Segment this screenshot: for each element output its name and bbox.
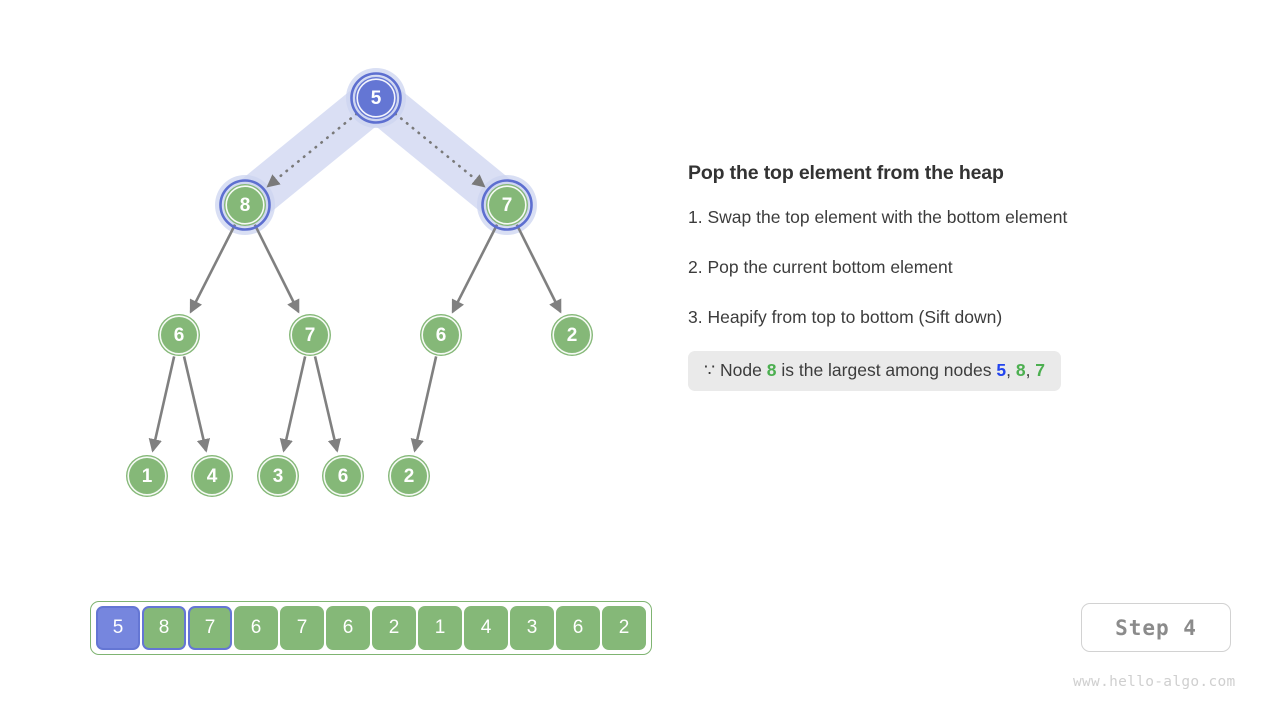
tree-edge — [313, 356, 342, 453]
array-cell[interactable]: 6 — [234, 606, 278, 650]
tree-edge — [410, 356, 438, 453]
node-circle — [388, 455, 430, 497]
node-value: 6 — [174, 325, 185, 346]
note-target-node: 8 — [766, 360, 777, 381]
tree-node[interactable]: 3 — [257, 455, 299, 497]
array-cell[interactable]: 5 — [96, 606, 140, 650]
watermark: www.hello-algo.com — [1073, 674, 1236, 690]
tree-node[interactable]: 6 — [158, 314, 200, 356]
node-circle — [158, 314, 200, 356]
note-candidate-1: 5 — [996, 360, 1007, 381]
instruction-panel: Pop the top element from the heap 1. Swa… — [688, 162, 1208, 391]
tree-edge — [515, 224, 562, 314]
node-circle — [289, 314, 331, 356]
binary-heap-tree: 5 8 7 6 7 6 2 1 4 3 6 2 — [126, 68, 593, 497]
node-inner-ring — [421, 315, 461, 355]
note-candidate-3: 7 — [1035, 360, 1046, 381]
step-badge: Step 4 — [1081, 603, 1231, 652]
array-cell[interactable]: 8 — [142, 606, 186, 650]
reason-note: ∵ Node 8 is the largest among nodes 5, 8… — [688, 351, 1062, 391]
node-circle — [224, 184, 266, 226]
array-cell[interactable]: 1 — [418, 606, 462, 650]
array-cell[interactable]: 7 — [188, 606, 232, 650]
tree-node[interactable]: 2 — [551, 314, 593, 356]
array-cell[interactable]: 2 — [372, 606, 416, 650]
node-inner-ring — [225, 185, 265, 225]
node-circle — [486, 184, 528, 226]
tree-nodes: 5 8 7 6 7 6 2 1 4 3 6 2 — [126, 72, 593, 497]
node-inner-ring — [323, 456, 363, 496]
tree-edge — [253, 224, 300, 314]
note-middle: is the largest among nodes — [781, 360, 992, 381]
array-cell[interactable]: 7 — [280, 606, 324, 650]
node-value: 4 — [207, 466, 218, 487]
tree-node[interactable]: 8 — [219, 179, 271, 231]
array-cell[interactable]: 6 — [556, 606, 600, 650]
node-circle — [551, 314, 593, 356]
step-item-2: 2. Pop the current bottom element — [688, 257, 953, 278]
node-circle — [126, 455, 168, 497]
note-sep-1: , — [1006, 360, 1016, 381]
array-cell[interactable]: 4 — [464, 606, 508, 650]
node-circle — [420, 314, 462, 356]
tree-edge — [148, 356, 176, 453]
tree-node[interactable]: 7 — [481, 179, 533, 231]
node-value: 5 — [371, 88, 382, 109]
node-value: 6 — [436, 325, 447, 346]
tree-node[interactable]: 2 — [388, 455, 430, 497]
tree-node[interactable]: 6 — [322, 455, 364, 497]
note-candidate-2: 8 — [1015, 360, 1026, 381]
node-value: 1 — [142, 466, 153, 487]
array-cell[interactable]: 3 — [510, 606, 554, 650]
node-value: 8 — [240, 195, 251, 216]
node-inner-ring — [552, 315, 592, 355]
because-symbol: ∵ — [704, 360, 716, 381]
node-value: 3 — [273, 466, 284, 487]
node-value: 7 — [502, 195, 513, 216]
note-sep-2: , — [1025, 360, 1036, 381]
node-circle — [257, 455, 299, 497]
node-inner-ring — [159, 315, 199, 355]
node-inner-ring — [127, 456, 167, 496]
tree-edge — [189, 224, 237, 314]
node-circle — [322, 455, 364, 497]
tree-node[interactable]: 6 — [420, 314, 462, 356]
node-selection-ring — [481, 179, 533, 231]
node-inner-ring — [290, 315, 330, 355]
node-selection-ring — [219, 179, 271, 231]
node-inner-ring — [389, 456, 429, 496]
node-inner-ring — [192, 456, 232, 496]
node-value: 2 — [567, 325, 578, 346]
node-selection-ring — [350, 72, 402, 124]
step-item-3: 3. Heapify from top to bottom (Sift down… — [688, 307, 1003, 328]
node-circle — [191, 455, 233, 497]
node-value: 7 — [305, 325, 316, 346]
node-value: 2 — [404, 466, 415, 487]
tree-node[interactable]: 4 — [191, 455, 233, 497]
note-prefix: Node — [720, 360, 762, 381]
node-circle — [355, 77, 397, 119]
tree-edge — [182, 356, 211, 453]
tree-edges — [148, 112, 562, 453]
tree-node[interactable]: 5 — [350, 72, 402, 124]
tree-node[interactable]: 1 — [126, 455, 168, 497]
node-inner-ring — [487, 185, 527, 225]
step-item-1: 1. Swap the top element with the bottom … — [688, 207, 1068, 228]
array-cell[interactable]: 2 — [602, 606, 646, 650]
tree-node[interactable]: 7 — [289, 314, 331, 356]
tree-edge — [451, 224, 499, 314]
page-title: Pop the top element from the heap — [688, 162, 1004, 184]
tree-edge — [279, 356, 307, 453]
node-inner-ring — [356, 78, 396, 118]
node-value: 6 — [338, 466, 349, 487]
node-inner-ring — [258, 456, 298, 496]
array-cell[interactable]: 6 — [326, 606, 370, 650]
